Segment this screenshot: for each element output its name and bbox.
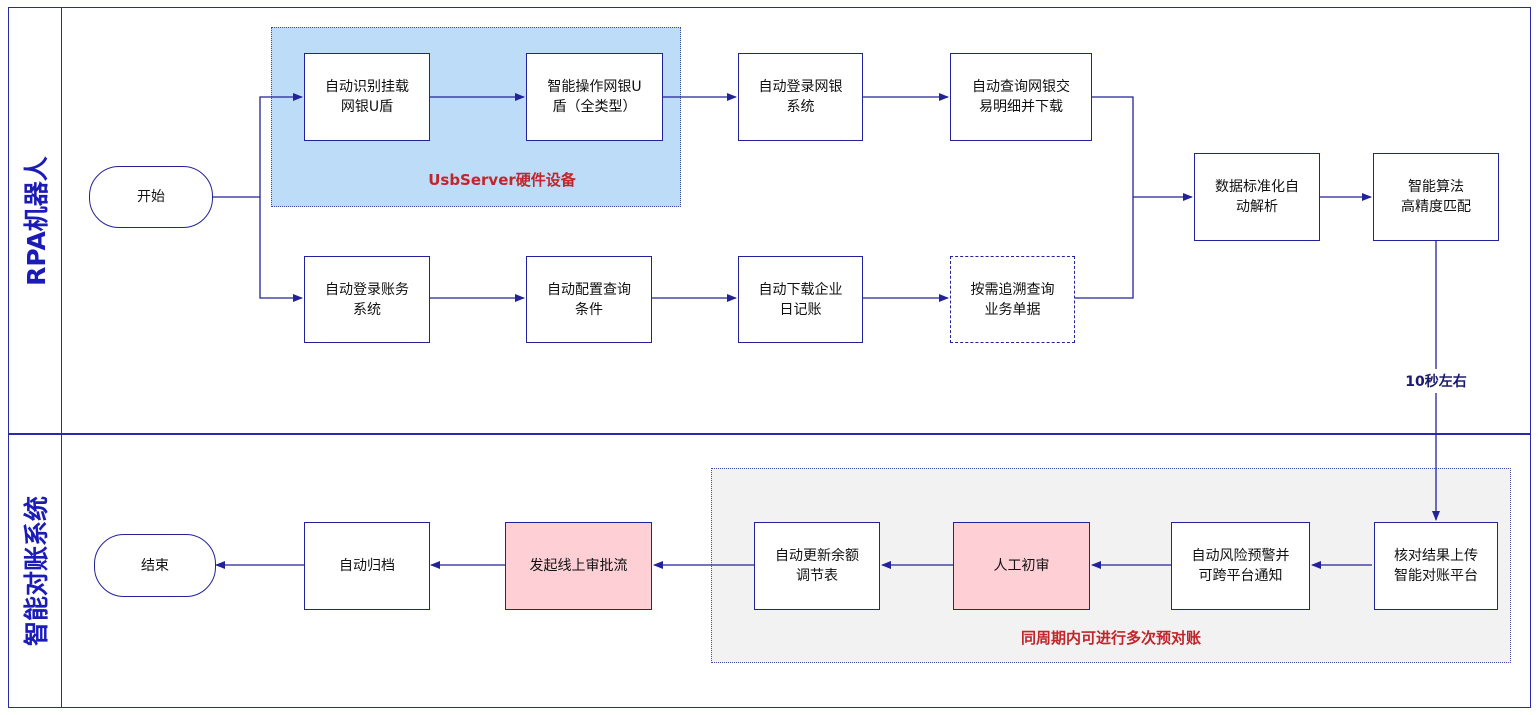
- connector-split-to-u-recognize: [259, 93, 303, 197]
- node-u-operate: 智能操作网银U 盾（全类型）: [526, 53, 663, 141]
- connector-bank-query-merge: [1092, 96, 1134, 197]
- node-u-recognize: 自动识别挂载 网银U盾: [304, 53, 430, 141]
- node-fin-download: 自动下载企业 日记账: [738, 256, 863, 343]
- node-fin-trace: 按需追溯查询 业务单据: [950, 256, 1075, 343]
- node-match: 智能算法 高精度匹配: [1373, 153, 1499, 241]
- lane-recon-frame: [8, 434, 1531, 708]
- node-fin-config: 自动配置查询 条件: [526, 256, 652, 343]
- node-update-table: 自动更新余额 调节表: [754, 522, 880, 610]
- node-approval: 发起线上审批流: [505, 522, 652, 610]
- connector-fin-trace-merge: [1075, 197, 1134, 299]
- node-fin-login: 自动登录账务 系统: [304, 256, 430, 343]
- timing-label: 10秒左右: [1402, 369, 1470, 393]
- usbserver-region-label: UsbServer硬件设备: [428, 171, 576, 189]
- node-bank-query: 自动查询网银交 易明细并下载: [950, 53, 1092, 141]
- multi-reconciliation-region-label: 同周期内可进行多次预对账: [1020, 629, 1202, 647]
- start-node: 开始: [89, 166, 213, 228]
- node-upload: 核对结果上传 智能对账平台: [1374, 522, 1498, 610]
- connector-split-to-fin-login: [259, 197, 303, 302]
- node-risk: 自动风险预警并 可跨平台通知: [1171, 522, 1310, 610]
- node-manual-review: 人工初审: [953, 522, 1090, 610]
- end-node: 结束: [94, 534, 216, 597]
- node-bank-login: 自动登录网银 系统: [738, 53, 863, 141]
- node-archive: 自动归档: [304, 522, 430, 610]
- lane-label-divider: [8, 7, 62, 708]
- node-standardize: 数据标准化自 动解析: [1194, 153, 1320, 241]
- lane-rpa-frame: [8, 7, 1531, 434]
